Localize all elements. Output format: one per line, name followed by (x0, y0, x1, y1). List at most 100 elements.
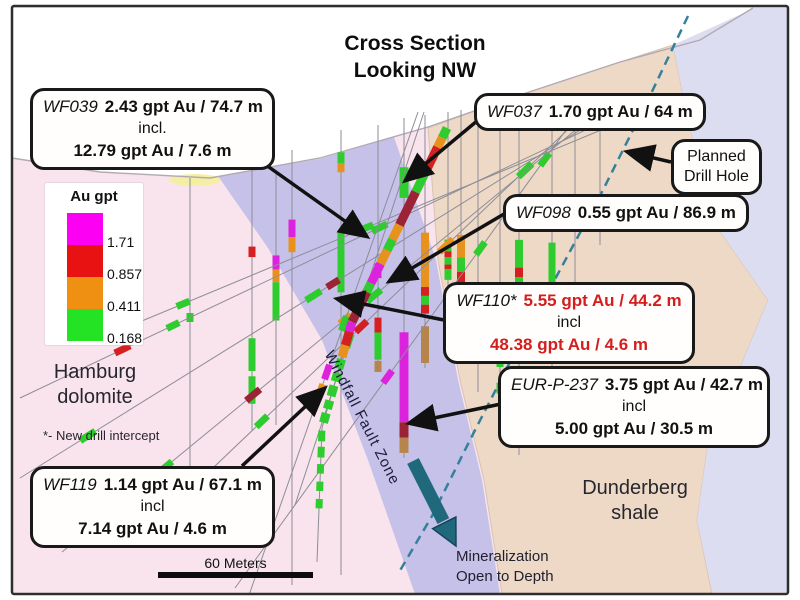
drill-interval (395, 190, 420, 227)
label-mineralization-open-to-depth: Mineralization Open to Depth (456, 547, 554, 587)
intercept-value2: 5.00 gpt Au / 30.5 m (554, 419, 714, 438)
callout-eur-p-237: EUR-P-237 3.75 gpt Au / 42.7 m incl 5.00 … (498, 366, 770, 448)
legend-swatch (67, 309, 103, 341)
incl-label: incl (140, 498, 165, 515)
intercept-value: 1.14 gpt Au / 67.1 m (103, 475, 262, 494)
callout-arrow (401, 119, 479, 184)
hole-id: WF039 (43, 97, 98, 116)
drill-interval (365, 287, 384, 304)
drill-interval (433, 135, 447, 150)
hole-id: WF119 (43, 475, 97, 494)
drill-interval (383, 237, 397, 253)
drill-interval (323, 399, 335, 411)
drill-interval (304, 288, 323, 304)
callout-wf110: WF110* 5.55 gpt Au / 44.2 m incl 48.38 gp… (443, 282, 695, 364)
legend-swatch (67, 277, 103, 309)
drill-interval (326, 384, 339, 398)
drill-interval (165, 319, 181, 332)
intercept-value: 3.75 gpt Au / 42.7 m (604, 375, 764, 394)
callout-arrow (385, 212, 505, 284)
legend-value: 0.411 (107, 298, 141, 314)
callout-arrow (332, 290, 445, 322)
page-title: Cross Section Looking NW (285, 30, 545, 84)
callout-wf039: WF039 2.43 gpt Au / 74.7 m incl. 12.79 gp… (30, 88, 275, 170)
callout-wf119: WF119 1.14 gpt Au / 67.1 m incl 7.14 gpt … (30, 466, 275, 548)
dunderberg-line2: shale (611, 502, 659, 524)
drill-interval (358, 221, 375, 234)
drill-interval (376, 248, 392, 266)
scale-bar (158, 572, 313, 578)
callout-wf037: WF037 1.70 gpt Au / 64 m (474, 93, 706, 131)
drill-interval (330, 371, 342, 383)
mineralization-arrow-shaft (407, 458, 450, 524)
label-dunderberg-shale: Dunderberg shale (555, 476, 715, 526)
drill-interval (341, 330, 354, 347)
drill-interval (537, 151, 552, 168)
figure-frame (10, 4, 790, 596)
drill-interval (362, 281, 376, 294)
callout-arrow (404, 402, 502, 432)
intercept-value2: 48.38 gpt Au / 4.6 m (489, 335, 649, 354)
drill-interval (78, 428, 98, 444)
incl-label: incl (556, 314, 581, 331)
drill-interval (334, 357, 346, 370)
drill-hole-trace (124, 112, 643, 329)
incl-label: incl. (138, 120, 167, 137)
drill-interval (337, 344, 350, 359)
drill-interval (438, 126, 452, 140)
drill-hole-trace (234, 93, 593, 589)
title-line2: Looking NW (353, 59, 477, 82)
intercept-value2: 7.14 gpt Au / 4.6 m (78, 519, 227, 538)
label-hamburg-dolomite: Hamburg dolomite (25, 360, 165, 410)
drill-interval (175, 297, 191, 310)
callout-arrow (240, 385, 328, 468)
drill-interval (344, 320, 357, 333)
drill-interval (321, 363, 333, 381)
legend-swatch (67, 245, 103, 277)
drill-interval (380, 368, 395, 386)
incl-label: incl (621, 398, 646, 415)
mineralization-line1: Mineralization (456, 548, 549, 565)
hole-id: WF110* (456, 291, 517, 310)
hole-id: WF037 (487, 102, 542, 121)
hole-id: EUR-P-237 (511, 375, 598, 394)
planned-line1: Planned (687, 148, 746, 165)
hamburg-line2: dolomite (57, 386, 133, 408)
hamburg-line1: Hamburg (53, 361, 137, 383)
drill-interval (366, 261, 385, 286)
legend-swatch (67, 213, 103, 245)
intercept-value: 2.43 gpt Au / 74.7 m (104, 97, 263, 116)
drill-interval (253, 413, 270, 430)
drill-interval (319, 411, 331, 424)
drill-interval (388, 223, 404, 242)
drill-hole-trace (247, 111, 419, 594)
drill-interval (113, 342, 132, 357)
planned-line2: Drill Hole (684, 168, 749, 185)
drill-interval (353, 318, 370, 335)
drill-interval (473, 240, 488, 257)
legend-title: Au gpt (70, 188, 118, 205)
intercept-value2: 12.79 gpt Au / 7.6 m (73, 141, 232, 160)
drill-interval (325, 276, 341, 291)
scale-bar-label: 60 Meters (204, 555, 267, 571)
drill-interval (338, 314, 350, 332)
mineralization-line2: Open to Depth (456, 568, 554, 585)
legend-value: 0.857 (107, 266, 143, 282)
intercept-value: 1.70 gpt Au / 64 m (548, 102, 693, 121)
hole-id: WF098 (516, 203, 571, 222)
callout-planned-drill-hole: Planned Drill Hole (671, 139, 762, 195)
annotation-arrows-layer (240, 119, 672, 548)
callout-arrow (622, 144, 672, 172)
label-new-drill-intercept-note: *- New drill intercept (43, 428, 160, 443)
drill-interval (244, 386, 263, 404)
dunderberg-line1: Dunderberg (582, 477, 688, 499)
drill-interval (370, 220, 389, 235)
intercept-value: 5.55 gpt Au / 44.2 m (523, 291, 682, 310)
title-line1: Cross Section (344, 32, 486, 55)
callout-arrow (264, 163, 371, 240)
legend-value: 1.71 (107, 234, 135, 250)
mineralization-arrow-head (431, 515, 457, 548)
